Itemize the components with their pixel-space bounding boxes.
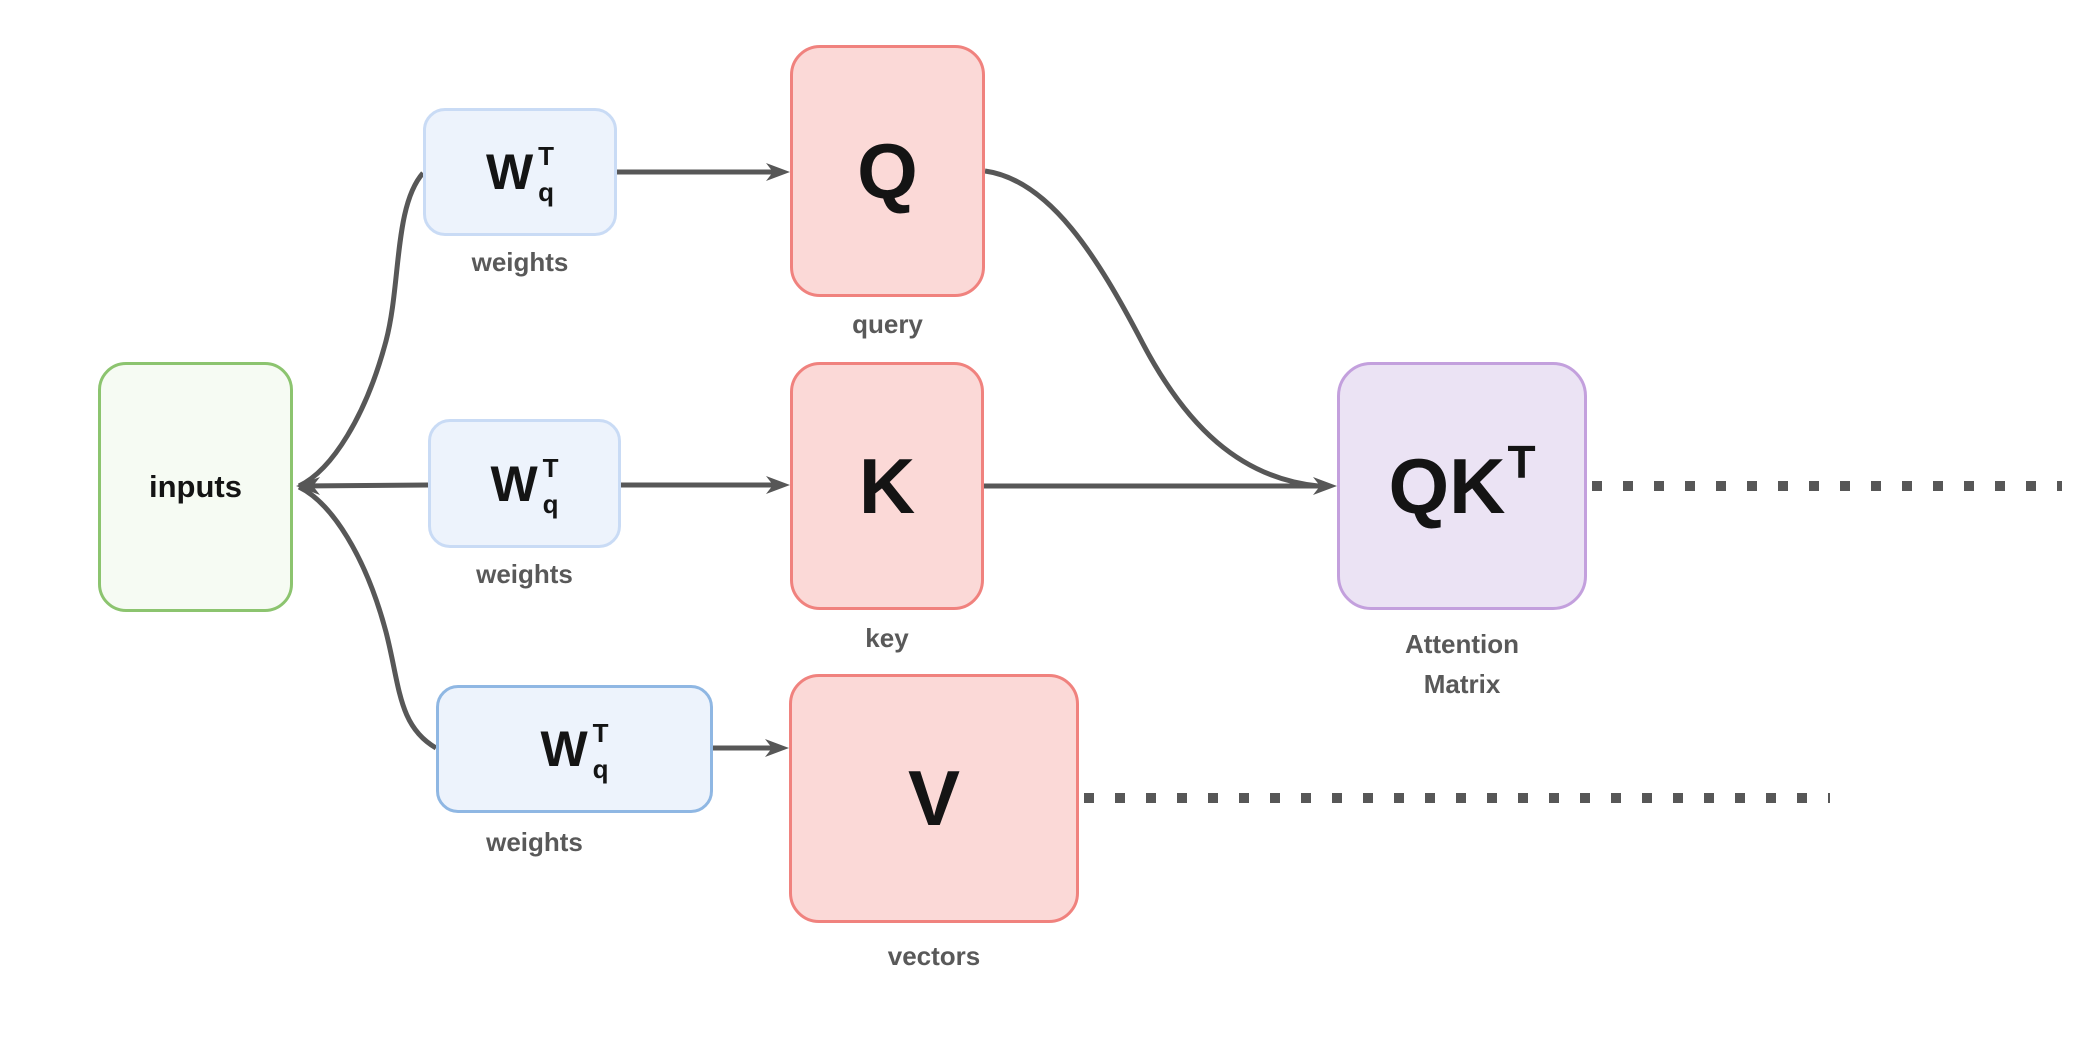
arrowhead-into-attention [1313, 477, 1337, 495]
weights-q-caption: weights [471, 247, 569, 277]
attention-sup: T [1507, 436, 1536, 488]
inputs-label: inputs [149, 469, 242, 504]
node-k: K [790, 362, 984, 610]
weights-k-caption: weights [476, 559, 573, 589]
arrowhead-into-k [766, 476, 790, 494]
edge-q-to-attention [984, 168, 1319, 489]
weights-q-base: W [485, 144, 534, 200]
weights-v-sub: q [592, 754, 609, 784]
arrowhead-into-inputs [296, 477, 320, 495]
node-attention-matrix: QK T [1337, 362, 1587, 610]
weights-q-scripts: T q [538, 143, 554, 205]
weights-k-formula: W T q [490, 453, 559, 517]
node-weights-q: W T q [423, 108, 617, 236]
node-inputs: inputs [98, 362, 293, 612]
node-q: Q [790, 45, 985, 297]
v-caption: vectors [887, 941, 981, 971]
weights-k-sup: T [542, 452, 559, 483]
attention-caption-line1: Attention [1404, 629, 1520, 659]
weights-v-base: W [540, 721, 588, 777]
weights-q-sup: T [538, 141, 555, 171]
weights-k-base: W [490, 455, 538, 512]
weights-q-formula: W T q [485, 141, 554, 205]
edge-inputs-to-weights-q [297, 171, 425, 489]
weights-v-formula: W T q [540, 718, 609, 782]
k-letter: K [858, 441, 916, 530]
edge-inputs-to-weights-k [298, 482, 429, 489]
node-weights-k: W T q [428, 419, 621, 548]
node-v: V [789, 674, 1079, 923]
weights-k-scripts: T q [543, 455, 559, 517]
weights-v-sup: T [592, 718, 609, 748]
q-caption: query [852, 309, 923, 339]
q-letter: Q [857, 126, 918, 215]
weights-v-scripts: T q [593, 720, 609, 782]
weights-v-caption: weights [486, 827, 583, 857]
attention-caption-line2: Matrix [1423, 669, 1501, 699]
v-letter: V [907, 754, 961, 842]
attention-caption: Attention Matrix [1337, 624, 1587, 704]
attention-base: QK [1388, 441, 1506, 530]
k-caption: key [865, 623, 909, 653]
weights-q-sub: q [538, 177, 555, 207]
weights-k-sub: q [542, 488, 559, 519]
arrowhead-into-q [766, 163, 790, 181]
node-weights-v: W T q [436, 685, 713, 813]
edge-inputs-to-weights-v [297, 484, 438, 751]
arrowhead-into-v [765, 739, 789, 757]
